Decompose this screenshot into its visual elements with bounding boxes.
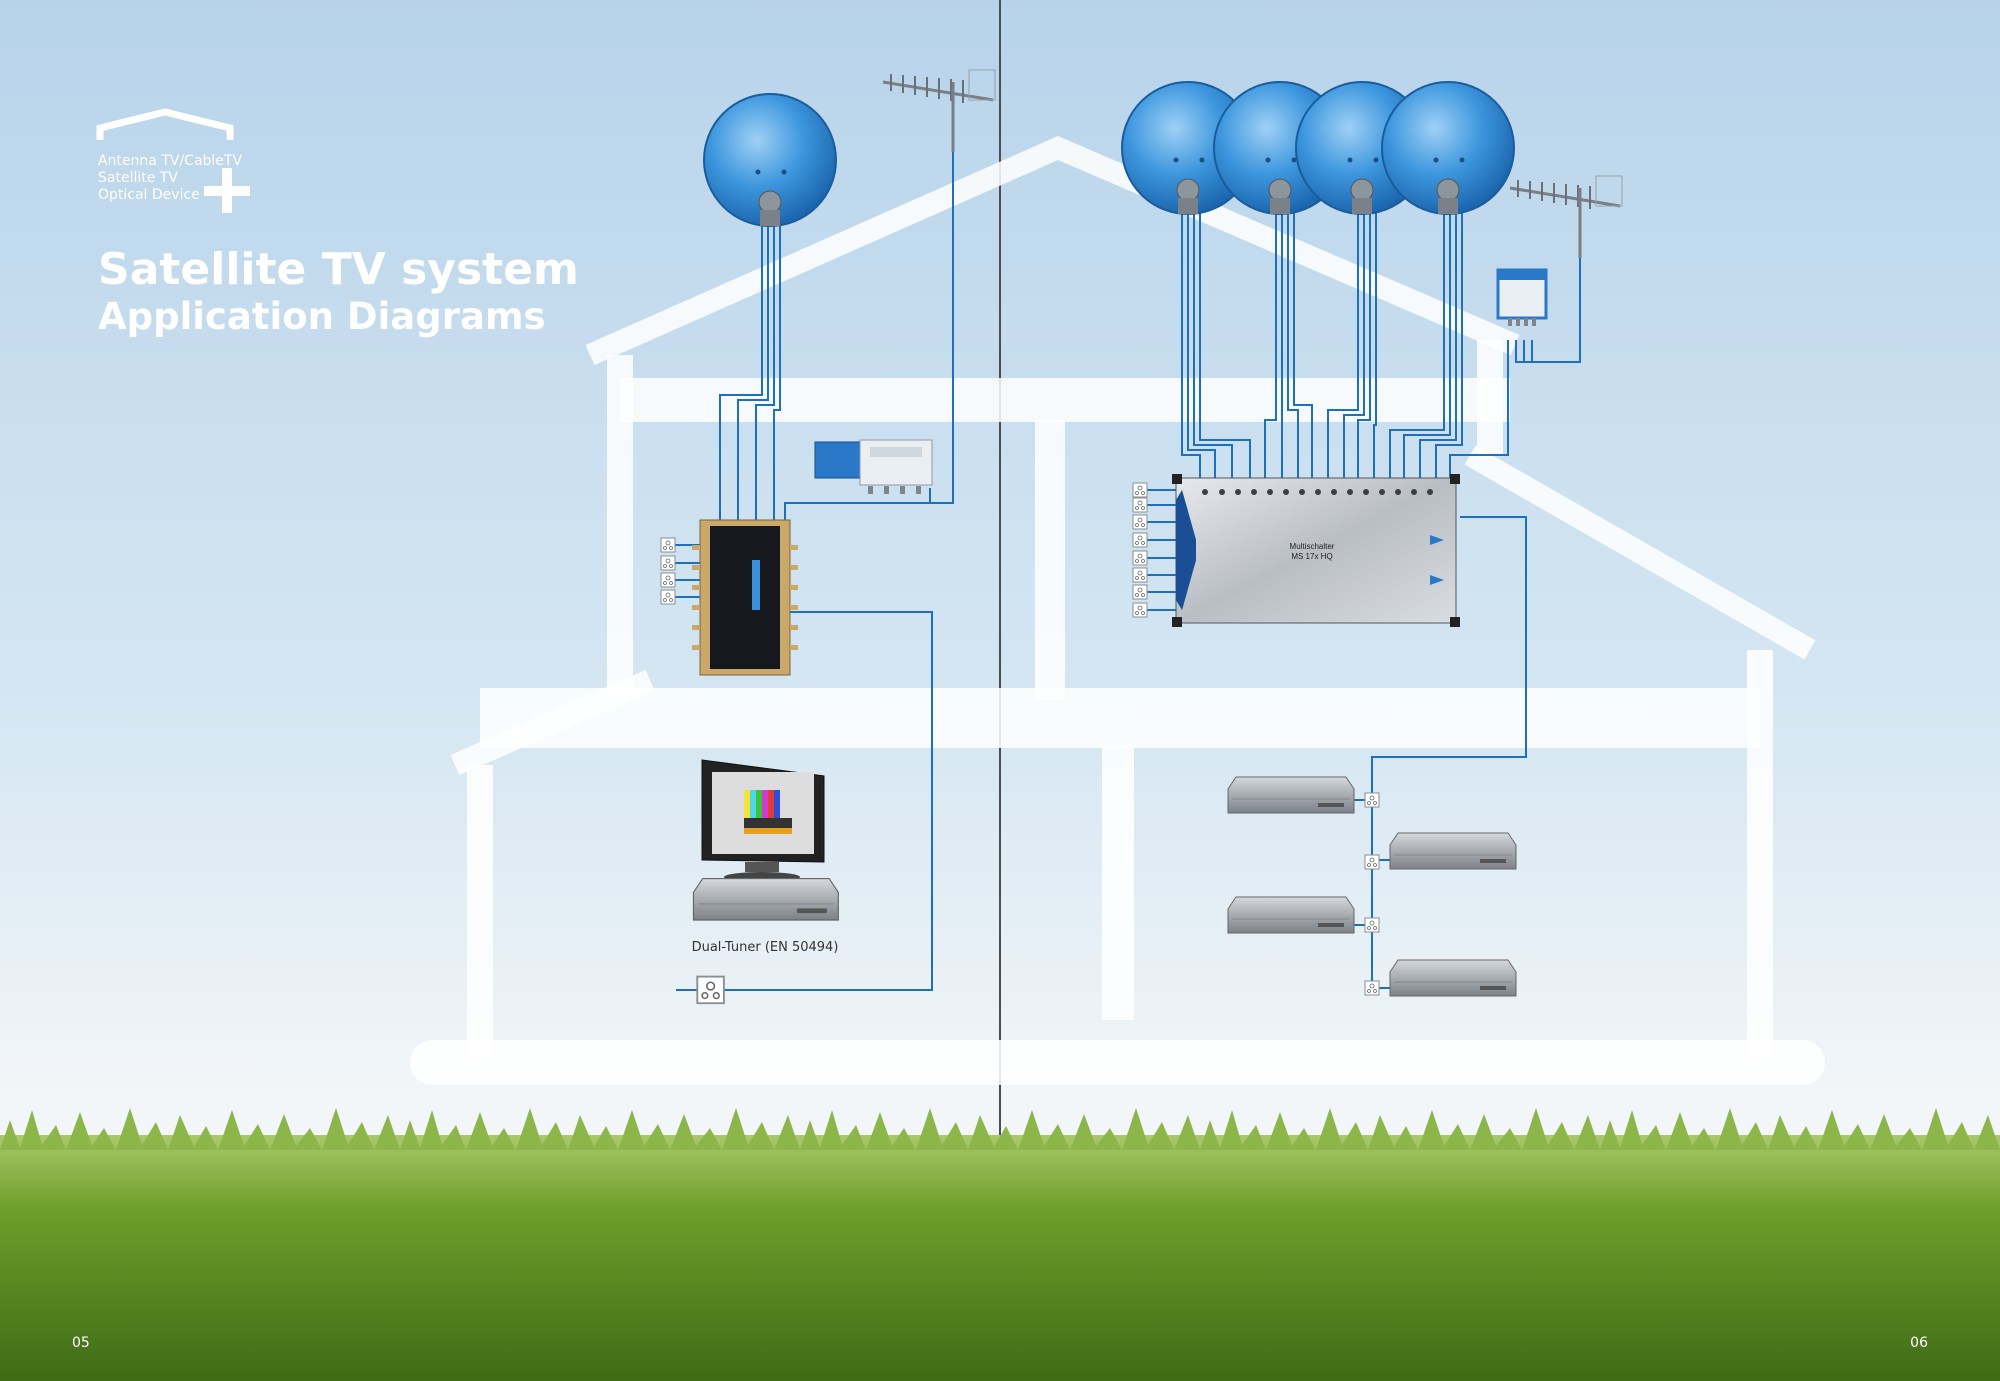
multiswitch-label-line1: Multischalter	[1289, 542, 1335, 551]
page-subtitle: Application Diagrams	[98, 295, 546, 338]
left-cables	[662, 140, 954, 991]
satellite-dish-icon	[703, 93, 837, 227]
multiswitch-label: Multischalter MS 17x HQ	[1262, 542, 1362, 562]
page-number-left: 05	[72, 1335, 90, 1351]
logo-line: Optical Device	[98, 187, 200, 203]
receiver-icon	[1389, 959, 1517, 997]
wall-socket-icon	[696, 975, 725, 1005]
receiver-icon	[1227, 896, 1355, 934]
amplifier-icon	[1496, 268, 1548, 326]
multiswitch-label-line2: MS 17x HQ	[1291, 552, 1333, 561]
dual-tuner-caption: Dual-Tuner (EN 50494)	[691, 940, 839, 955]
logo-text: Antenna TV/CableTV Satellite TV Optical …	[98, 153, 242, 204]
amplifier-icon	[814, 439, 933, 494]
grass-field	[0, 1108, 2000, 1381]
logo-line: Satellite TV	[98, 170, 178, 186]
house-icon	[96, 108, 234, 140]
satellite-dish-icon	[1381, 81, 1515, 215]
house-outline	[410, 135, 1825, 1085]
right-cables	[1140, 190, 1581, 992]
receiver-icon	[1227, 776, 1355, 814]
page-title: Satellite TV system	[98, 244, 579, 295]
multiswitch-icon	[1172, 474, 1460, 627]
plus-icon	[204, 168, 250, 213]
logo-line: Antenna TV/CableTV	[98, 153, 243, 169]
page-number-right: 06	[1910, 1335, 1928, 1351]
receiver-icon	[692, 878, 839, 921]
multiswitch-icon	[692, 519, 798, 676]
receiver-icon	[1389, 832, 1517, 870]
